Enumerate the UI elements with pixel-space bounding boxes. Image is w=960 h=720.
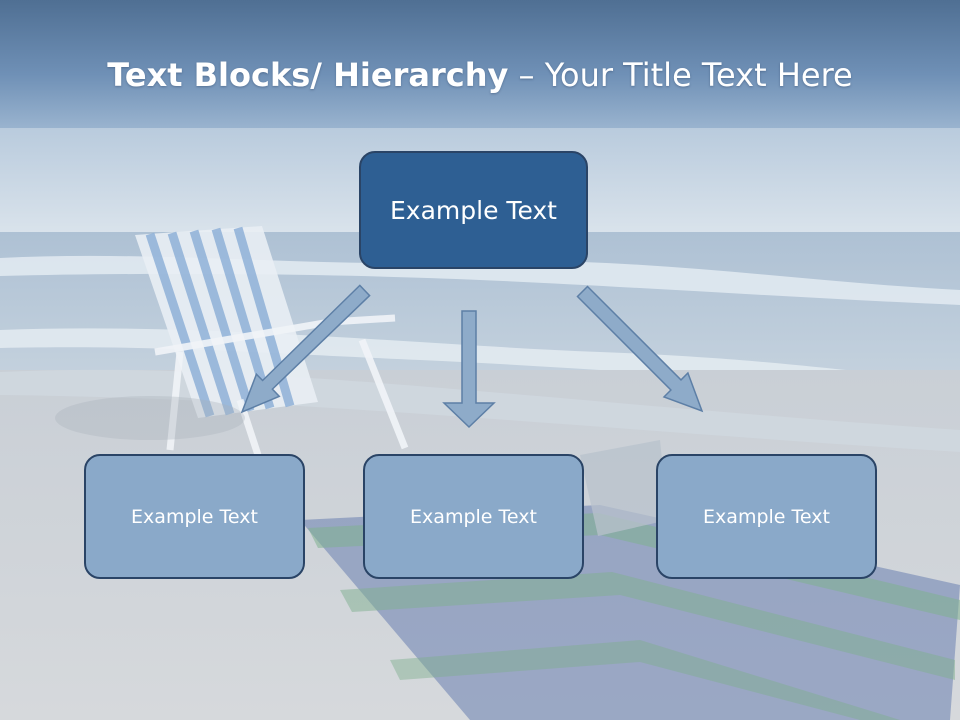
child-box-text: Example Text	[410, 505, 537, 528]
child-box-text: Example Text	[703, 505, 830, 528]
title-bold-part: Text Blocks/ Hierarchy	[107, 56, 509, 94]
child-box-text: Example Text	[131, 505, 258, 528]
child-box-center: Example Text	[363, 454, 584, 579]
child-box-left: Example Text	[84, 454, 305, 579]
arrow-left	[240, 284, 371, 414]
slide-title: Text Blocks/ Hierarchy – Your Title Text…	[0, 52, 960, 98]
title-rest: Your Title Text Here	[544, 56, 853, 94]
child-box-right: Example Text	[656, 454, 877, 579]
top-level-text: Example Text	[390, 195, 557, 225]
title-dash: –	[508, 56, 545, 94]
arrow-center	[442, 310, 496, 429]
top-level-box: Example Text	[359, 151, 588, 269]
arrow-right	[576, 285, 704, 413]
